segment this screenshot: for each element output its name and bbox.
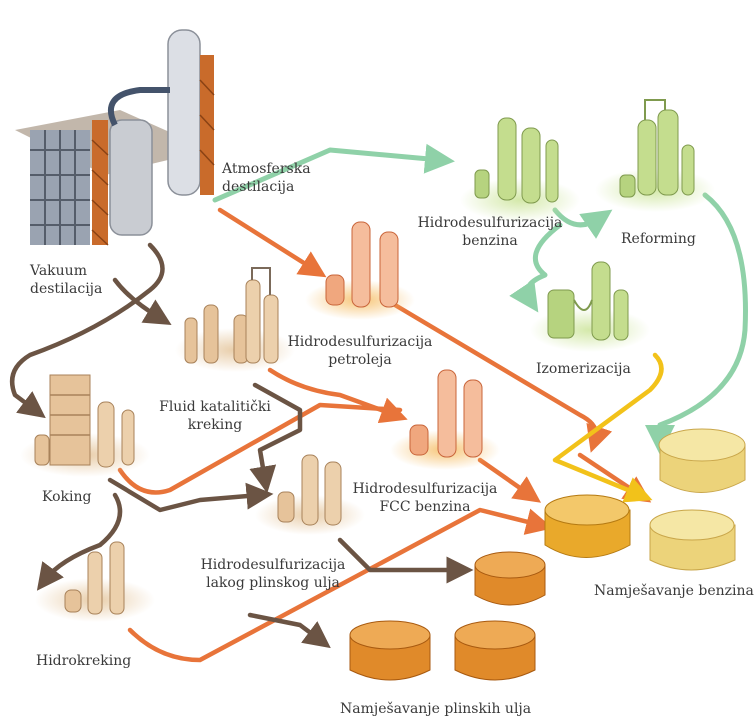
stream-reforming-to-tank bbox=[645, 192, 748, 455]
stream-atm-to-hds-petroleja bbox=[217, 207, 327, 278]
yellow-streams bbox=[552, 352, 664, 503]
unit-izomerizacija bbox=[530, 261, 650, 352]
tanks-benzina bbox=[544, 428, 746, 571]
tank-plinskih-1 bbox=[349, 620, 431, 681]
label-fluid: Fluid katalitički kreking bbox=[159, 399, 271, 433]
unit-reforming bbox=[595, 99, 715, 212]
stream-vakuum-to-fluid bbox=[112, 277, 172, 325]
stream-fluid-to-hds-lakog bbox=[249, 382, 303, 494]
stream-petroleja-to-tank bbox=[392, 302, 613, 453]
unit-hidrokreking bbox=[35, 541, 155, 622]
unit-fluid-kreking bbox=[175, 267, 295, 372]
label-hds-fcc: Hidrodesulfurizacija FCC benzina bbox=[352, 481, 498, 515]
label-hds-benzina: Hidrodesulfurizacija benzina bbox=[417, 215, 563, 249]
label-hds-lakog: Hidrodesulfurizacija lakog plinskog ulja bbox=[200, 557, 346, 591]
stream-koking-to-hds-lakog bbox=[107, 477, 274, 513]
stream-fcc-to-tank bbox=[477, 457, 542, 503]
stream-atm-to-hds-benzina bbox=[212, 143, 455, 203]
tank-pale-small bbox=[649, 509, 736, 571]
unit-hds-benzina bbox=[460, 117, 580, 222]
label-namjesavanje-plinskih: Namješavanje plinskih ulja bbox=[340, 701, 532, 717]
label-atmosferska: Atmosferska destilacija bbox=[222, 161, 311, 195]
brown-streams bbox=[9, 242, 474, 649]
unit-koking bbox=[20, 374, 150, 477]
label-koking: Koking bbox=[42, 489, 92, 505]
tank-gold bbox=[544, 494, 631, 558]
unit-hds-fcc bbox=[390, 369, 500, 470]
unit-hds-lakog bbox=[255, 454, 365, 535]
distillation-complex bbox=[15, 29, 215, 246]
stream-hidrokreking-to-plinskih bbox=[247, 612, 331, 649]
stream-koking-to-hidrokreking bbox=[36, 492, 123, 591]
stream-hidrokreking-to-tank bbox=[127, 507, 554, 663]
stream-hds-benzina-to-izomerizacija bbox=[509, 222, 563, 313]
tank-pale-large bbox=[658, 428, 746, 493]
stream-koking-to-fcc bbox=[117, 402, 403, 495]
stream-izomerizacija-to-benzina bbox=[552, 352, 664, 503]
label-reforming: Reforming bbox=[621, 231, 696, 247]
label-hds-petroleja: Hidrodesulfurizacija petroleja bbox=[287, 334, 433, 368]
unit-hds-petroleja bbox=[305, 221, 415, 320]
vacuum-column bbox=[109, 119, 153, 236]
tank-plinskih-2 bbox=[454, 620, 536, 681]
orange-streams bbox=[117, 207, 652, 663]
stream-vakuum-to-koking bbox=[9, 242, 165, 419]
label-namjesavanje-benzina: Namješavanje benzina bbox=[594, 583, 754, 599]
stream-lakog-to-tank bbox=[337, 537, 474, 584]
stream-fluid-to-fcc bbox=[267, 367, 408, 424]
tank-lakog bbox=[474, 551, 546, 606]
atmospheric-column bbox=[167, 29, 201, 196]
label-izomerizacija: Izomerizacija bbox=[536, 361, 631, 377]
label-vakuum: Vakuum destilacija bbox=[30, 263, 103, 297]
tanks-plinskih bbox=[349, 620, 536, 681]
label-hidrokreking: Hidrokreking bbox=[36, 653, 132, 669]
